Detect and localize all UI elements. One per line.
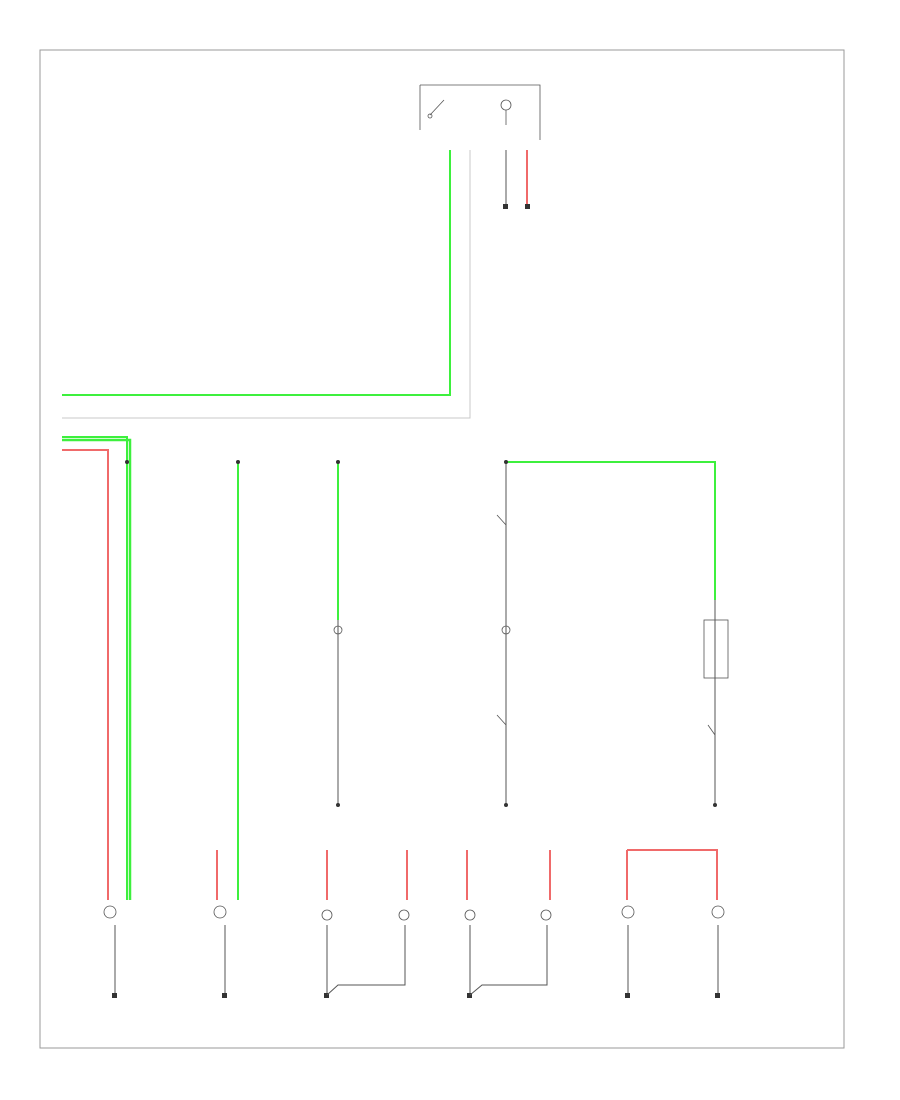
wire-red-left-bus	[62, 449, 109, 900]
right-module-box	[703, 619, 729, 679]
bottom-component-3	[321, 850, 333, 998]
col3-sensor-icon	[333, 625, 343, 635]
wire-green-left-bus	[62, 436, 128, 900]
col4-switch-1	[496, 514, 507, 526]
bottom-component-7	[621, 849, 718, 998]
wire-green-top	[62, 150, 451, 396]
wire-green-left-bus-2	[62, 438, 132, 900]
bottom-component-1	[103, 905, 117, 998]
bottom-component-6	[469, 850, 552, 996]
top-ground-terminal-2	[525, 204, 530, 209]
col4-switch-2	[496, 714, 507, 726]
top-switch-assembly	[419, 84, 541, 140]
wire-green-right-bridge	[506, 461, 716, 600]
column-terminals	[125, 460, 717, 807]
diagram-frame	[39, 49, 845, 1049]
right-switch	[707, 724, 716, 736]
bottom-component-4	[326, 850, 410, 996]
bottom-component-8	[711, 905, 725, 998]
col4-sensor-icon	[501, 625, 511, 635]
top-ground-terminal-1	[503, 204, 508, 209]
wire-white-top	[62, 150, 471, 419]
bottom-component-2	[213, 850, 227, 998]
bottom-component-5	[464, 850, 476, 998]
